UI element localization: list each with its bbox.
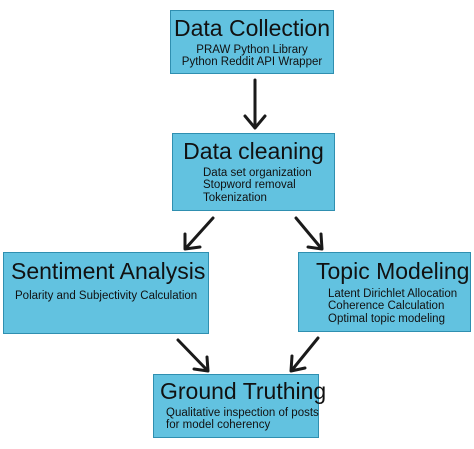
node-title: Ground Truthing <box>160 378 327 404</box>
node-detail-line: Coherence Calculation <box>328 300 445 313</box>
node-detail-line: Polarity and Subjectivity Calculation <box>15 290 198 302</box>
node-detail-line: Python Reddit API Wrapper <box>181 56 323 69</box>
node-details: Qualitative inspection of posts for mode… <box>154 407 319 432</box>
node-detail-line: Data set organization <box>203 167 312 179</box>
node-detail-line: Qualitative inspection of posts <box>166 407 319 419</box>
node-detail-line: Stopword removal <box>203 179 296 192</box>
node-ground-truthing: Ground Truthing Qualitative inspection o… <box>153 374 327 438</box>
node-title: Data cleaning <box>183 138 324 164</box>
node-details: Polarity and Subjectivity Calculation <box>4 290 208 302</box>
node-detail-line: for model coherency <box>166 419 271 432</box>
node-detail-line: PRAW Python Library <box>196 44 308 56</box>
node-detail-line: Optimal topic modeling <box>328 312 445 325</box>
node-title: Topic Modeling <box>316 258 470 284</box>
arrow-collection-to-cleaning <box>243 78 267 130</box>
arrow-topic-to-ground <box>289 336 320 373</box>
node-detail-line: Tokenization <box>203 191 267 204</box>
node-detail-line: Latent Dirichlet Allocation <box>328 288 458 300</box>
node-sentiment-analysis: Sentiment Analysis Polarity and Subjecti… <box>3 252 209 334</box>
node-topic-modeling: Topic Modeling Latent Dirichlet Allocati… <box>298 252 471 332</box>
node-details: Data set organization Stopword removal T… <box>173 167 334 204</box>
arrow-cleaning-to-topic <box>294 216 324 251</box>
arrow-cleaning-to-sentiment <box>183 216 215 251</box>
node-title: Sentiment Analysis <box>11 258 206 284</box>
node-details: PRAW Python Library Python Reddit API Wr… <box>171 44 333 69</box>
node-data-collection: Data Collection PRAW Python Library Pyth… <box>170 10 334 74</box>
node-title: Data Collection <box>174 15 330 41</box>
node-details: Latent Dirichlet Allocation Coherence Ca… <box>299 288 470 325</box>
arrow-sentiment-to-ground <box>176 338 210 373</box>
node-data-cleaning: Data cleaning Data set organization Stop… <box>172 133 335 211</box>
